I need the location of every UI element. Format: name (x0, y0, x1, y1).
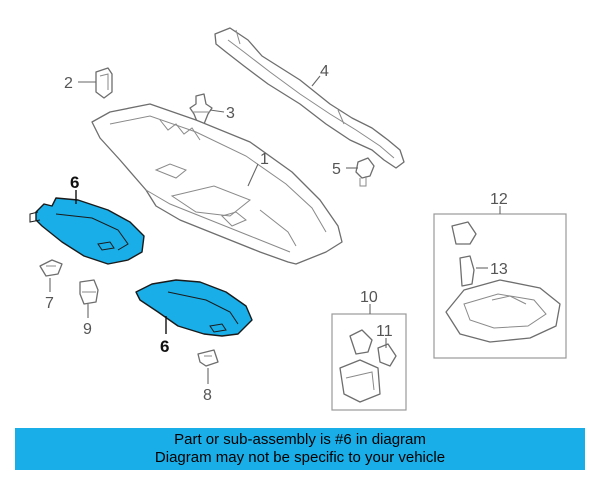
callout-6-left: 6 (70, 173, 79, 192)
part-6-sun-visor-left (29, 197, 145, 265)
part-7-bracket (39, 259, 63, 277)
part-1-headliner (91, 103, 343, 265)
callout-3: 3 (226, 105, 235, 122)
visor-right-shape (135, 279, 253, 337)
part-10-lamp-box (331, 313, 407, 411)
parts-diagram: 2 3 4 5 1 6 6 7 9 8 10 11 12 13 (29, 27, 567, 411)
part-5-fastener (355, 157, 375, 187)
callout-4: 4 (320, 63, 329, 80)
banner-line-1: Part or sub-assembly is #6 in diagram (174, 431, 426, 448)
callout-7: 7 (45, 295, 54, 312)
leader-lines (49, 75, 501, 384)
part-8-hook (197, 349, 219, 367)
callout-13: 13 (490, 261, 508, 278)
callout-8: 8 (203, 387, 212, 404)
info-banner: Part or sub-assembly is #6 in diagram Di… (15, 428, 585, 470)
callout-6-right: 6 (160, 337, 169, 356)
part-6-sun-visor-right (135, 279, 253, 337)
part-12-dome-lamp-box (433, 213, 567, 359)
visor-left-shape (35, 197, 145, 265)
part-9-holder (79, 279, 99, 305)
callout-2: 2 (64, 75, 73, 92)
callout-9: 9 (83, 321, 92, 338)
callout-5: 5 (332, 161, 341, 178)
callout-12: 12 (490, 191, 508, 208)
callout-11: 11 (376, 323, 393, 340)
callout-10: 10 (360, 289, 378, 306)
part-2-clip (95, 67, 113, 99)
callout-1: 1 (260, 151, 269, 168)
banner-line-2: Diagram may not be specific to your vehi… (154, 449, 446, 466)
part-4-roof-rail (214, 27, 405, 169)
